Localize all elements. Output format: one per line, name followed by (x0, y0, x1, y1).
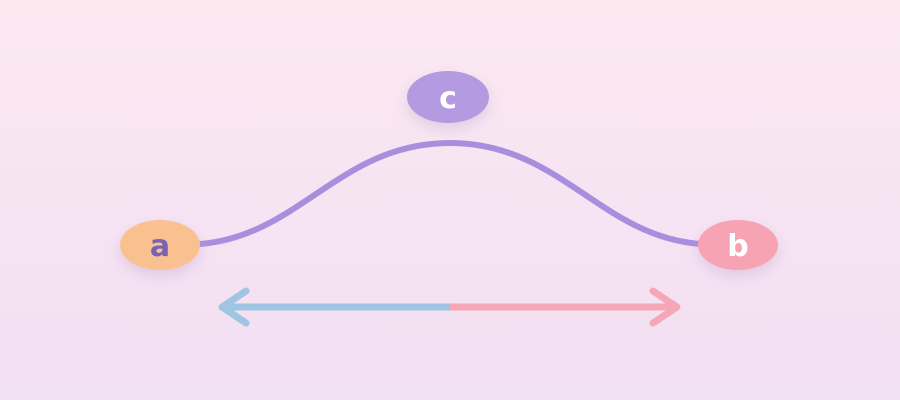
node-b-shape (698, 220, 778, 270)
double-arrow (218, 287, 681, 327)
arrow-left-head (218, 287, 250, 327)
node-b: b (698, 220, 778, 270)
arrow-right-head (649, 287, 681, 327)
node-b-label: b (727, 229, 748, 264)
node-a-label: a (150, 229, 170, 264)
node-c-shape (407, 71, 489, 123)
node-a-shape (120, 220, 200, 270)
curve-a-to-b (197, 139, 703, 247)
node-c-label: c (439, 81, 457, 116)
node-a: a (120, 220, 200, 270)
node-c: c (407, 71, 489, 123)
